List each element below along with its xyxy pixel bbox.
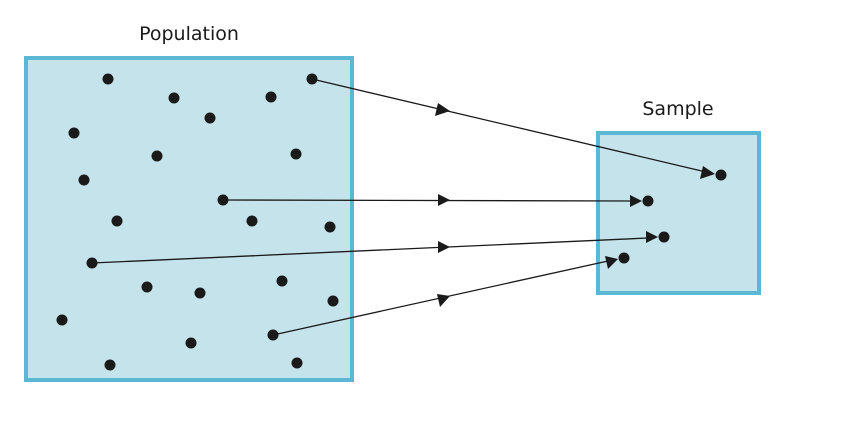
sample-dot: [658, 231, 670, 243]
population-dot: [265, 91, 277, 103]
sample-group: Sample: [596, 98, 761, 295]
population-dot: [204, 112, 216, 124]
sample-dot: [618, 252, 630, 264]
population-dot: [327, 295, 339, 307]
arrow-midpoint-head: [438, 241, 450, 253]
population-label: Population: [139, 23, 239, 45]
arrow-end-head: [646, 231, 658, 243]
population-dot: [151, 150, 163, 162]
arrow-line: [222, 199, 633, 202]
population-dot: [111, 215, 123, 227]
arrow-line: [311, 78, 707, 173]
population-dot: [104, 359, 116, 371]
arrow-line: [91, 237, 649, 264]
arrow-end-head: [700, 166, 715, 179]
population-dot: [290, 148, 302, 160]
population-dot: [291, 357, 303, 369]
sample-dot: [715, 169, 727, 181]
sampling-arrow: [311, 78, 715, 179]
population-dot: [141, 281, 153, 293]
population-dot: [246, 215, 258, 227]
population-dot: [194, 287, 206, 299]
population-box: [24, 56, 354, 382]
sampling-arrow: [91, 231, 658, 264]
sampling-arrow: [272, 256, 618, 336]
sample-dot: [642, 195, 654, 207]
sample-dots: [618, 169, 727, 264]
arrow-end-head: [630, 195, 642, 207]
sampling-arrow: [222, 194, 642, 207]
arrow-midpoint-head: [435, 103, 450, 116]
sample-box: [596, 131, 761, 295]
sample-label: Sample: [642, 98, 713, 120]
population-group: Population: [24, 23, 354, 382]
population-dot: [56, 314, 68, 326]
population-dot: [78, 174, 90, 186]
population-dot: [324, 221, 336, 233]
population-dot: [168, 92, 180, 104]
sampling-arrows: [91, 78, 715, 336]
population-dot: [68, 127, 80, 139]
population-dot: [185, 337, 197, 349]
arrow-midpoint-head: [437, 294, 450, 307]
arrow-end-head: [605, 256, 618, 269]
arrow-midpoint-head: [438, 194, 450, 206]
population-dot: [102, 73, 114, 85]
population-dot: [276, 275, 288, 287]
